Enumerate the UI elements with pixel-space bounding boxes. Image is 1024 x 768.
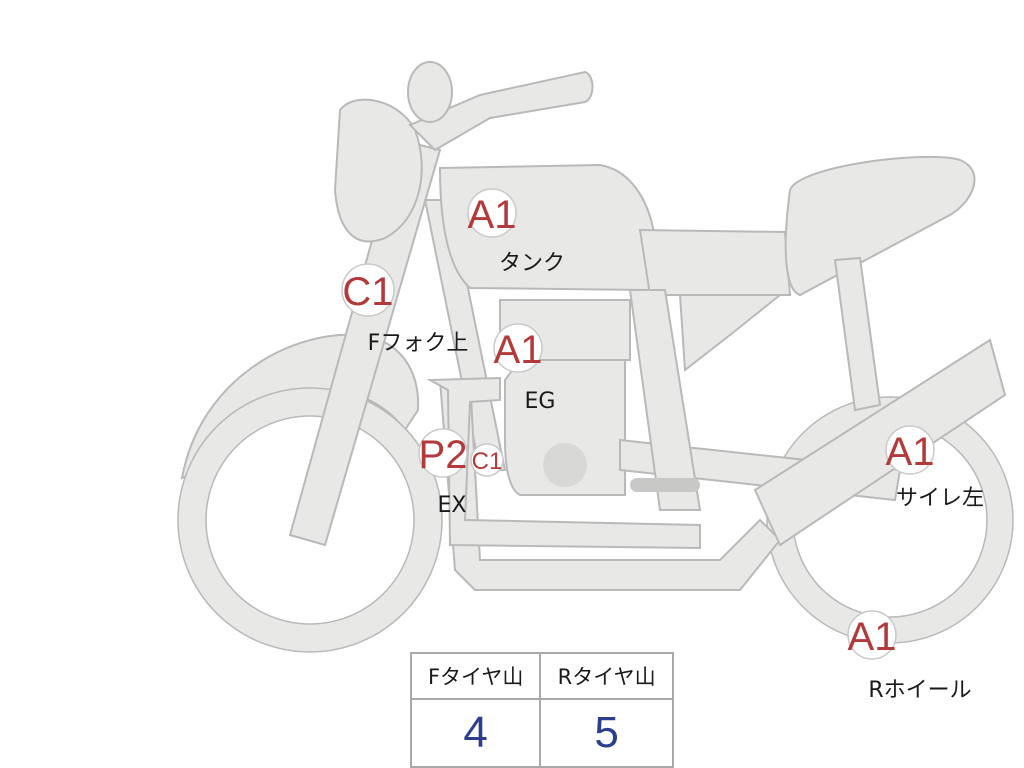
label-ffork: Fフォク上 [368,331,469,356]
rear-frame [628,289,702,511]
marker-tank: A1 タンク [467,188,565,276]
rear-tyre-value: 5 [539,698,674,768]
grade-tank: A1 [468,193,517,237]
rear-shock [833,256,882,412]
front-tyre-value: 4 [409,698,542,768]
marker-exhaust: P2 EX [418,428,468,518]
engine-block [504,359,626,496]
headlight [333,98,423,243]
side-cover [678,294,783,372]
marker-muffler: A1 サイレ左 [885,425,984,511]
grade-exhaust2: C1 [472,448,503,475]
front-tyre-header: Fタイヤ山 [409,652,542,700]
rear-tyre-header: Rタイヤ山 [539,652,674,700]
grade-rwheel: A1 [848,615,897,659]
handlebar [408,70,594,152]
grade-engine: A1 [494,328,543,372]
label-rwheel: Rホイール [868,678,971,703]
label-tank: タンク [499,251,565,276]
label-muffler: サイレ左 [896,486,984,511]
front-fork [288,138,442,547]
marker-engine: A1 EG [493,323,556,414]
marker-rwheel: A1 Rホイール [847,610,972,703]
seat [638,228,792,296]
grade-muffler: A1 [886,430,935,474]
muffler [753,338,1007,547]
rear-seat [784,155,976,297]
label-exhaust: EX [438,493,467,518]
grade-exhaust: P2 [419,433,468,477]
marker-ffork: C1 Fフォク上 [341,263,469,356]
marker-exhaust2: C1 [470,443,504,477]
grade-ffork: C1 [342,270,393,314]
label-engine: EG [525,389,556,414]
motorcycle-illustration [177,61,1014,653]
front-wheel [178,388,442,652]
tyre-tread-table: Fタイヤ山 Rタイヤ山 4 5 [409,652,674,768]
